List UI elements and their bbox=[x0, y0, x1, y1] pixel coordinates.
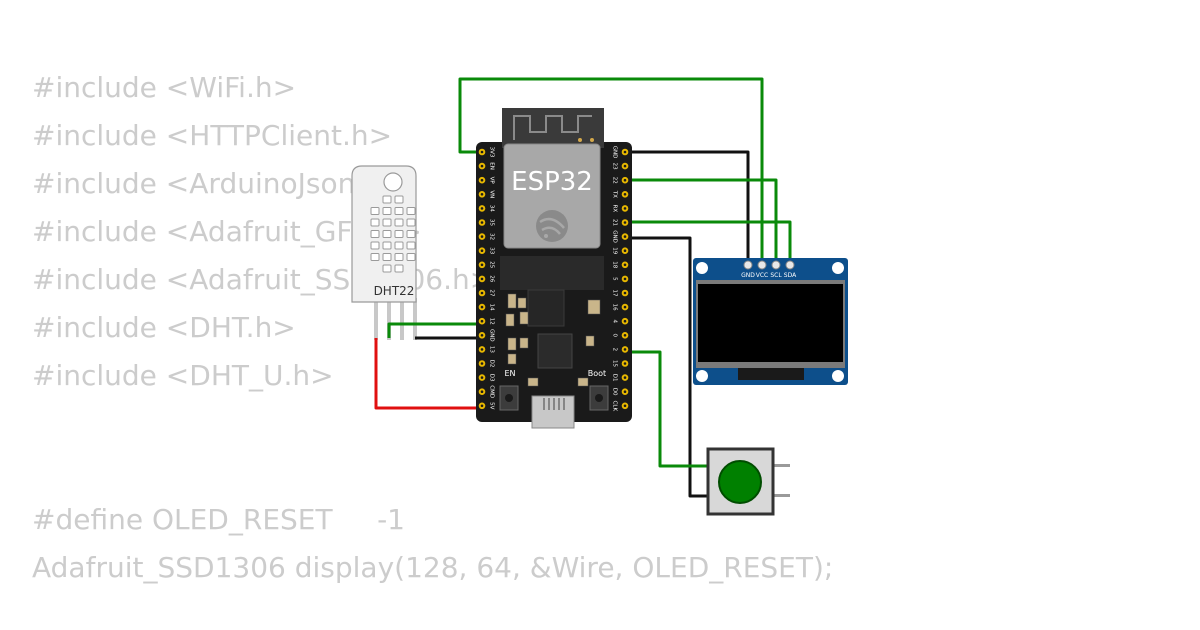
esp32-left-pin-label: 27 bbox=[489, 290, 495, 297]
include-wifi: #include <WiFi.h> bbox=[32, 71, 297, 104]
oled-mount-hole bbox=[832, 262, 844, 274]
smd-components bbox=[505, 293, 601, 387]
oled-mount-hole bbox=[696, 262, 708, 274]
esp32-right-pin-label: 17 bbox=[612, 290, 618, 297]
wire-gnd-to-oled-gnd bbox=[624, 150, 750, 264]
oled-screen bbox=[698, 284, 843, 362]
wire-gnd-to-button bbox=[624, 236, 710, 498]
usb-pins bbox=[543, 398, 565, 410]
button-cap[interactable] bbox=[718, 460, 762, 504]
push-button[interactable] bbox=[706, 447, 790, 516]
dht22-label: DHT22 bbox=[374, 284, 415, 298]
oled-pin-label: SCL bbox=[770, 272, 782, 279]
include-adafruit-ssd1306: #include <Adafruit_SSD1306.h> bbox=[32, 263, 494, 296]
dht22-mount-hole bbox=[383, 172, 403, 192]
esp32-left-pin-label: VP bbox=[489, 177, 495, 185]
oled-pin-label: VCC bbox=[756, 272, 768, 279]
esp32-board[interactable]: ESP32 EN Boot bbox=[476, 108, 632, 429]
oled-pin-label: SDA bbox=[784, 272, 797, 279]
esp32-right-pin-label: CLK bbox=[612, 401, 618, 412]
esp32-right-pin-label: 22 bbox=[612, 177, 618, 184]
esp32-right-pin-label: D0 bbox=[612, 388, 618, 396]
wire-gpio2-to-button bbox=[624, 350, 710, 468]
include-dht-u: #include <DHT_U.h> bbox=[32, 359, 334, 392]
esp32-right-pin-label: 5 bbox=[612, 277, 618, 281]
esp32-left-pin-label: GND bbox=[489, 329, 495, 342]
oled-pin-sda[interactable] bbox=[785, 260, 795, 270]
esp32-right-pin-label: TX bbox=[612, 190, 618, 198]
include-dht: #include <DHT.h> bbox=[32, 311, 296, 344]
dht22-vent-grid bbox=[370, 195, 416, 273]
esp32-right-pin-label: 18 bbox=[612, 261, 618, 268]
esp32-left-pin-label: 32 bbox=[489, 233, 495, 240]
oled-mount-hole bbox=[832, 370, 844, 382]
espressif-logo-icon bbox=[536, 210, 568, 242]
display-declaration: Adafruit_SSD1306 display(128, 64, &Wire,… bbox=[32, 551, 834, 584]
esp32-left-pin-label: CMD bbox=[489, 385, 495, 398]
esp32-left-pin-label: D3 bbox=[489, 374, 495, 382]
voltage-regulator bbox=[527, 289, 565, 327]
esp32-left-pin-label: 26 bbox=[489, 275, 495, 282]
usb-port[interactable] bbox=[531, 395, 575, 429]
esp32-left-pin-label: 25 bbox=[489, 261, 495, 268]
oled-pin-scl[interactable] bbox=[771, 260, 781, 270]
esp32-header-block bbox=[500, 256, 604, 290]
wire-dht-vcc bbox=[374, 338, 482, 410]
esp32-left-pin-label: 3V3 bbox=[489, 147, 495, 158]
usb-uart-chip bbox=[537, 333, 573, 369]
en-button-label: EN bbox=[504, 369, 515, 378]
esp32-antenna-area bbox=[502, 108, 604, 148]
esp32-left-pin-label: VN bbox=[489, 190, 495, 198]
esp32-left-pin-label: 33 bbox=[489, 247, 495, 254]
esp32-left-pin-label: 14 bbox=[489, 304, 495, 311]
define-oled-reset: #define OLED_RESET -1 bbox=[32, 503, 405, 536]
esp32-left-pin-label: 34 bbox=[489, 205, 495, 212]
antenna-trace bbox=[513, 115, 592, 140]
oled-pin-vcc[interactable] bbox=[757, 260, 767, 270]
esp32-label: ESP32 bbox=[511, 167, 593, 197]
oled-pin-gnd[interactable] bbox=[743, 260, 753, 270]
include-httpclient: #include <HTTPClient.h> bbox=[32, 119, 393, 152]
esp32-left-pin-label: EN bbox=[489, 162, 495, 170]
esp32-left-pin-label: 13 bbox=[489, 346, 495, 353]
esp32-right-pin-label: 16 bbox=[612, 304, 618, 311]
esp32-right-pin-label: 19 bbox=[612, 247, 618, 254]
esp32-left-pin-label: 12 bbox=[489, 318, 495, 325]
oled-mount-hole bbox=[696, 370, 708, 382]
oled-pin-label: GND bbox=[741, 272, 755, 279]
esp32-right-pin-label: GND bbox=[612, 146, 618, 159]
esp32-module-shield bbox=[503, 143, 601, 249]
dht22-sensor[interactable]: DHT22 bbox=[351, 165, 417, 340]
esp32-right-pin-label: RX bbox=[612, 205, 618, 213]
esp32-left-pin-label: 5V bbox=[489, 402, 495, 409]
esp32-right-pin-label: GND bbox=[612, 230, 618, 243]
wire-3v3-to-oled-vcc bbox=[458, 77, 764, 264]
esp32-right-pin-label: 4 bbox=[612, 319, 618, 323]
esp32-left-pin-label: 35 bbox=[489, 219, 495, 226]
esp32-right-pin-label: 21 bbox=[612, 219, 618, 226]
esp32-right-pin-label: 23 bbox=[612, 163, 618, 170]
wire-gpio21-to-oled-sda bbox=[624, 220, 792, 264]
esp32-left-pin-label: D2 bbox=[489, 360, 495, 368]
boot-button-label: Boot bbox=[588, 369, 606, 378]
oled-ribbon bbox=[738, 368, 804, 380]
esp32-right-pin-label: D1 bbox=[612, 374, 618, 382]
wire-gpio22-to-oled-scl bbox=[624, 178, 778, 264]
dht22-legs bbox=[374, 298, 417, 340]
esp32-right-pin-label: 0 bbox=[612, 334, 618, 338]
esp32-right-pin-label: 15 bbox=[612, 360, 618, 367]
esp32-right-pin-label: 2 bbox=[612, 348, 618, 352]
